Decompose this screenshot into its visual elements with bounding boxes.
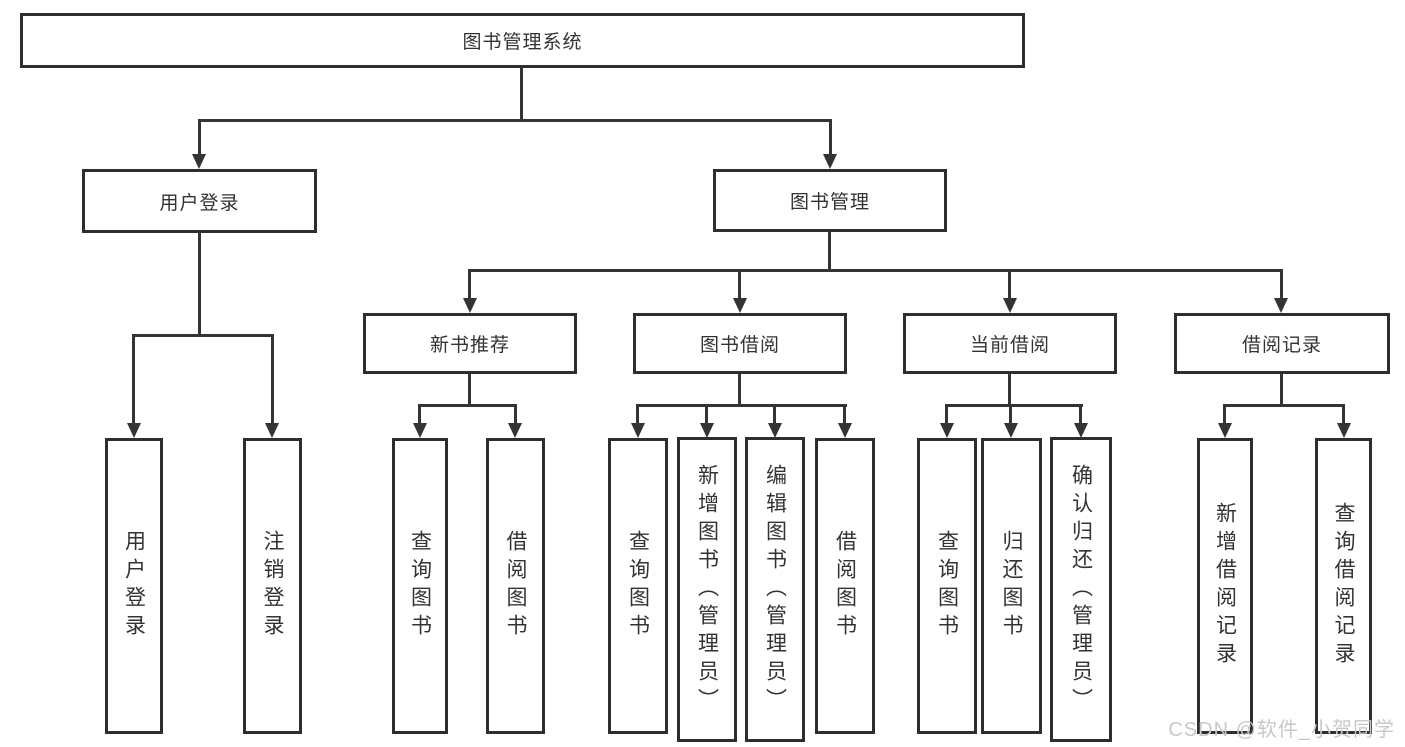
arrow-down-icon xyxy=(768,423,782,438)
connector-hline xyxy=(132,334,274,337)
connector-vline xyxy=(705,404,708,425)
node-label: 注销登录 xyxy=(261,530,284,642)
connector-vline xyxy=(945,404,948,425)
connector-hline xyxy=(945,404,1083,407)
node-user-login: 用户登录 xyxy=(82,169,317,233)
connector-vline xyxy=(1009,404,1012,425)
node-label: 借阅图书 xyxy=(504,530,527,642)
connector-vline xyxy=(1280,269,1283,300)
node-label: 查询图书 xyxy=(626,530,650,642)
arrow-down-icon xyxy=(700,423,714,438)
connector-vline xyxy=(1008,269,1011,300)
node-new-book-recommendation: 新书推荐 xyxy=(363,313,577,374)
node-book-management: 图书管理 xyxy=(713,169,947,232)
arrow-down-icon xyxy=(1074,423,1088,438)
connector-vline xyxy=(829,119,832,155)
connector-vline xyxy=(514,404,517,425)
connector-vline xyxy=(738,374,741,407)
leaf-query-books-recommend: 查询图书 xyxy=(392,438,448,734)
connector-vline xyxy=(271,334,274,425)
connector-vline xyxy=(1008,374,1011,407)
connector-vline xyxy=(636,404,639,425)
arrow-down-icon xyxy=(631,423,645,438)
node-current-borrowing: 当前借阅 xyxy=(903,313,1117,374)
connector-vline xyxy=(132,334,135,425)
node-label: 新增借阅记录 xyxy=(1213,502,1237,670)
arrow-down-icon xyxy=(413,423,427,438)
arrow-down-icon xyxy=(1337,423,1351,438)
connector-vline xyxy=(468,269,471,300)
leaf-borrow-book-recommend: 借阅图书 xyxy=(486,438,545,734)
connector-hline xyxy=(468,269,1283,272)
node-borrowing-records: 借阅记录 xyxy=(1174,313,1390,374)
node-label: 确认归还（管理员） xyxy=(1069,463,1093,716)
arrow-down-icon xyxy=(508,423,522,438)
arrow-down-icon xyxy=(1003,298,1017,313)
connector-vline xyxy=(843,404,846,425)
connector-vline xyxy=(1223,404,1226,425)
arrow-down-icon xyxy=(1218,423,1232,438)
node-label: 借阅记录 xyxy=(1241,335,1322,356)
node-label: 当前借阅 xyxy=(969,335,1050,356)
node-label: 编辑图书（管理员） xyxy=(763,463,787,716)
watermark: CSDN @软件_小贺同学 xyxy=(1168,719,1395,741)
connector-vline xyxy=(828,232,831,272)
leaf-return-book: 归还图书 xyxy=(981,438,1042,734)
arrow-down-icon xyxy=(127,423,141,438)
node-label: 用户登录 xyxy=(122,530,146,642)
node-label: 借阅图书 xyxy=(833,530,857,642)
connector-vline xyxy=(738,269,741,300)
arrow-down-icon xyxy=(463,298,477,313)
leaf-query-borrow-record: 查询借阅记录 xyxy=(1315,438,1372,734)
node-label: 查询图书 xyxy=(935,530,959,642)
node-library-system: 图书管理系统 xyxy=(20,13,1025,68)
node-book-borrowing: 图书借阅 xyxy=(633,313,847,374)
arrow-down-icon xyxy=(940,423,954,438)
node-label: 新增图书（管理员） xyxy=(695,463,719,716)
connector-vline xyxy=(418,404,421,425)
node-label: 新书推荐 xyxy=(429,335,510,356)
arrow-down-icon xyxy=(192,154,206,169)
connector-vline xyxy=(1280,374,1283,407)
leaf-query-books-borrowing: 查询图书 xyxy=(608,438,668,734)
arrow-down-icon xyxy=(1004,423,1018,438)
arrow-down-icon xyxy=(265,423,279,438)
arrow-down-icon xyxy=(1274,298,1288,313)
leaf-add-borrow-record: 新增借阅记录 xyxy=(1197,438,1253,734)
connector-hline xyxy=(636,404,847,407)
node-label: 图书管理 xyxy=(789,192,870,213)
connector-vline xyxy=(773,404,776,425)
arrow-down-icon xyxy=(823,154,837,169)
arrow-down-icon xyxy=(838,423,852,438)
arrow-down-icon xyxy=(733,298,747,313)
connector-vline xyxy=(198,119,201,155)
leaf-query-books-current: 查询图书 xyxy=(917,438,977,734)
connector-hline xyxy=(418,404,517,407)
node-label: 查询借阅记录 xyxy=(1332,502,1355,670)
connector-vline xyxy=(520,68,523,121)
connector-vline xyxy=(1079,404,1082,425)
node-label: 图书借阅 xyxy=(699,335,780,356)
node-label: 用户登录 xyxy=(159,192,240,214)
connector-vline xyxy=(1342,404,1345,425)
connector-vline xyxy=(468,374,471,407)
node-label: 归还图书 xyxy=(1000,530,1023,642)
leaf-logout: 注销登录 xyxy=(243,438,302,734)
leaf-add-book-admin: 新增图书（管理员） xyxy=(677,437,737,742)
leaf-user-login: 用户登录 xyxy=(105,438,163,734)
leaf-borrow-book-borrowing: 借阅图书 xyxy=(815,438,875,734)
leaf-confirm-return-admin: 确认归还（管理员） xyxy=(1050,437,1112,742)
connector-hline xyxy=(1223,404,1345,407)
connector-hline xyxy=(198,119,832,122)
leaf-edit-book-admin: 编辑图书（管理员） xyxy=(745,437,805,742)
node-label: 图书管理系统 xyxy=(462,32,583,53)
node-label: 查询图书 xyxy=(408,530,432,642)
connector-vline xyxy=(198,233,201,337)
